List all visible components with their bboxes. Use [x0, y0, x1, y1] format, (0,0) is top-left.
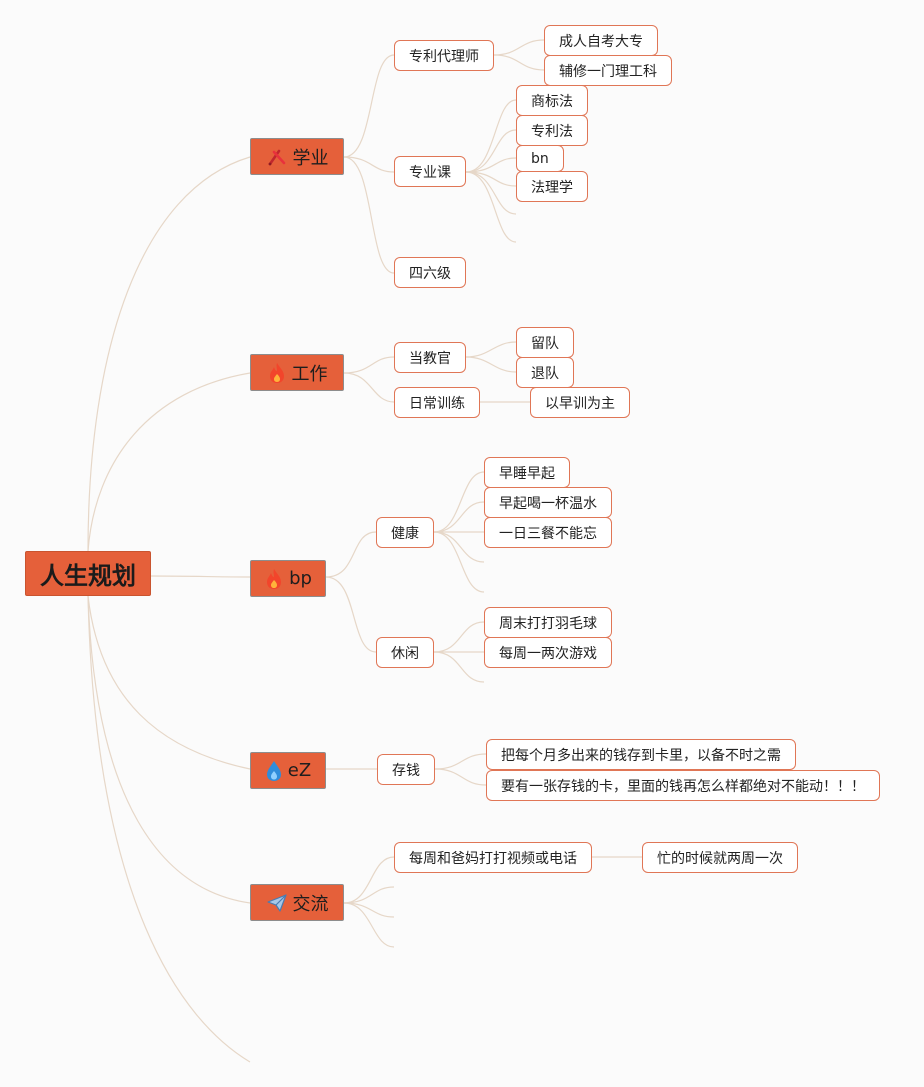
node-three-meals[interactable]: 一日三餐不能忘	[484, 517, 612, 548]
node-daily-training[interactable]: 日常训练	[394, 387, 480, 418]
node-morning-training[interactable]: 以早训为主	[530, 387, 630, 418]
node-health[interactable]: 健康	[376, 517, 434, 548]
pencil-ruler-icon	[268, 149, 285, 165]
node-games[interactable]: 每周一两次游戏	[484, 637, 612, 668]
root-label: 人生规划	[40, 562, 136, 590]
node-save-monthly[interactable]: 把每个月多出来的钱存到卡里，以备不时之需	[486, 739, 796, 770]
node-savings-card[interactable]: 要有一张存钱的卡，里面的钱再怎么样都绝对不能动！！！	[486, 770, 880, 801]
node-bn[interactable]: bn	[516, 145, 564, 172]
branch-communication[interactable]: 交流	[250, 884, 344, 921]
node-patent-law[interactable]: 专利法	[516, 115, 588, 146]
node-self-study-college[interactable]: 成人自考大专	[544, 25, 658, 56]
paper-plane-icon	[266, 893, 287, 912]
node-cet[interactable]: 四六级	[394, 257, 466, 288]
node-major-courses[interactable]: 专业课	[394, 156, 466, 187]
branch-work-label: 工作	[291, 363, 328, 385]
branch-ez-label: eZ	[287, 760, 312, 781]
branch-work[interactable]: 工作	[250, 354, 344, 391]
node-stay[interactable]: 留队	[516, 327, 574, 358]
node-saving[interactable]: 存钱	[377, 754, 435, 785]
node-instructor[interactable]: 当教官	[394, 342, 466, 373]
node-call-parents[interactable]: 每周和爸妈打打视频或电话	[394, 842, 592, 873]
branch-study[interactable]: 学业	[250, 138, 344, 175]
fire-icon	[267, 568, 282, 589]
branch-bp-label: bp	[289, 568, 312, 589]
node-badminton[interactable]: 周末打打羽毛球	[484, 607, 612, 638]
root-node[interactable]: 人生规划	[25, 551, 151, 596]
node-leave[interactable]: 退队	[516, 357, 574, 388]
node-jurisprudence[interactable]: 法理学	[516, 171, 588, 202]
node-biweekly[interactable]: 忙的时候就两周一次	[642, 842, 798, 873]
branch-study-label: 学业	[292, 147, 329, 169]
water-drop-icon	[266, 760, 281, 781]
fire-icon	[269, 362, 284, 383]
node-minor-science[interactable]: 辅修一门理工科	[544, 55, 672, 86]
branch-ez[interactable]: eZ	[250, 752, 326, 789]
branch-communication-label: 交流	[292, 893, 329, 915]
branch-bp[interactable]: bp	[250, 560, 326, 597]
node-patent-agent[interactable]: 专利代理师	[394, 40, 494, 71]
node-early-sleep[interactable]: 早睡早起	[484, 457, 570, 488]
node-trademark-law[interactable]: 商标法	[516, 85, 588, 116]
node-leisure[interactable]: 休闲	[376, 637, 434, 668]
node-warm-water[interactable]: 早起喝一杯温水	[484, 487, 612, 518]
